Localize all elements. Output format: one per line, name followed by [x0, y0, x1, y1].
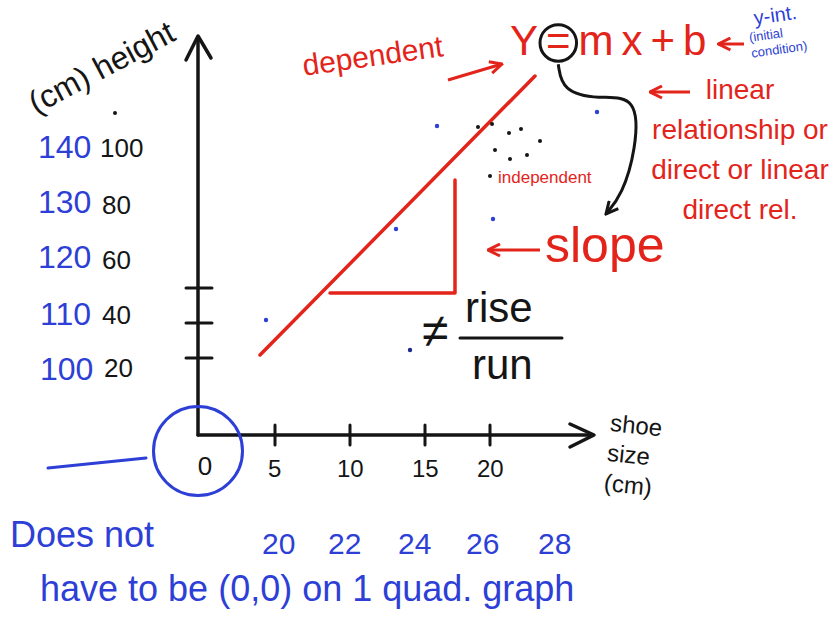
axis-value-text: 140	[38, 129, 91, 165]
slope-arrow	[488, 249, 540, 252]
axis-value: 60	[102, 245, 131, 276]
axis-value: 80	[102, 190, 131, 221]
axis-value-text: 28	[538, 527, 571, 560]
axis-value-text: 20	[477, 455, 504, 482]
fraction-part: run	[472, 340, 533, 390]
axis-value-text: 110	[40, 296, 91, 332]
axis-value: 5	[268, 455, 281, 484]
fraction-part: rise	[465, 283, 533, 333]
note: Does not have to be (0,0) on 1 quad. gra…	[10, 508, 740, 616]
fraction-part-text: rise	[465, 284, 533, 331]
y-axis	[196, 38, 200, 435]
axis-value-text: 130	[38, 184, 91, 220]
axis-title: (cm) height	[22, 13, 181, 122]
axis-value: 20	[262, 526, 295, 562]
annotation-text: y-int.	[752, 1, 798, 29]
y-axis-arrowhead	[186, 36, 211, 60]
axis-value-text: 120	[38, 239, 91, 275]
annotation: dependent	[300, 28, 445, 83]
axis-value-text: 5	[268, 455, 281, 482]
axis-value-text: 100	[40, 351, 93, 387]
annotation-text: (initial condition)	[748, 25, 808, 60]
axis-value-text: 100	[100, 133, 143, 163]
annotation-text: slope	[545, 217, 665, 273]
axis-value-text: 20	[104, 353, 133, 383]
axis-value-text: 22	[328, 527, 361, 560]
fraction-part-text: run	[472, 341, 533, 388]
axis-title-text: shoe size (cm)	[603, 409, 664, 501]
annotation-text: independent	[498, 168, 592, 187]
linear-arrow	[650, 91, 690, 94]
axis-title-text: (cm) height	[22, 14, 180, 121]
axis-value: 120	[38, 238, 91, 276]
axis-value: 15	[412, 455, 439, 484]
x-axis-arrowhead	[570, 424, 594, 447]
axis-value-text: 40	[102, 300, 131, 330]
axis-value: 10	[337, 455, 364, 484]
origin-label: 0	[198, 451, 212, 482]
axis-value-text: 60	[102, 245, 131, 275]
axis-value: 24	[398, 526, 431, 562]
highlight-arrow	[558, 64, 636, 214]
axis-value: 20	[104, 353, 133, 384]
axis-value: 22	[328, 526, 361, 562]
math-symbol-text: ≠	[422, 304, 448, 357]
slope-triangle	[330, 180, 455, 293]
axis-value-text: 20	[262, 527, 295, 560]
axis-value: 110	[40, 295, 91, 333]
axis-value: 140	[38, 128, 91, 166]
origin-circle: 0	[152, 405, 244, 497]
axis-value-text: 10	[337, 455, 364, 482]
annotation: slope	[545, 215, 665, 275]
intercept-arrow	[718, 43, 744, 46]
axis-ticks	[186, 288, 490, 445]
axis-value-text: 15	[412, 455, 439, 482]
dependent-arrow	[448, 64, 502, 80]
axis-value-text: 80	[102, 190, 131, 220]
axis-title: shoe size (cm)	[603, 408, 682, 505]
leader-line	[48, 458, 146, 468]
axis-value-text: 26	[466, 527, 499, 560]
trend-line	[260, 76, 535, 355]
equation-text: Y=mx+b	[510, 17, 714, 64]
data-points	[113, 110, 599, 352]
annotation-text: linear relationship or direct or linear …	[651, 74, 828, 225]
axis-value: 100	[100, 133, 143, 164]
axis-value: 26	[466, 526, 499, 562]
axis-value: 40	[102, 300, 131, 331]
fraction-bar	[460, 337, 562, 340]
annotation: linear relationship or direct or linear …	[650, 70, 830, 230]
axis-value: 20	[477, 455, 504, 484]
axis-value-text: 24	[398, 527, 431, 560]
x-axis	[198, 433, 592, 437]
axis-value: 130	[38, 183, 91, 221]
annotation-text: dependent	[300, 29, 445, 81]
axis-value: 28	[538, 526, 571, 562]
annotation: independent	[498, 168, 592, 188]
equation: Y=mx+b	[510, 20, 714, 62]
axis-value: 100	[40, 350, 93, 388]
math-symbol: ≠	[422, 302, 448, 360]
